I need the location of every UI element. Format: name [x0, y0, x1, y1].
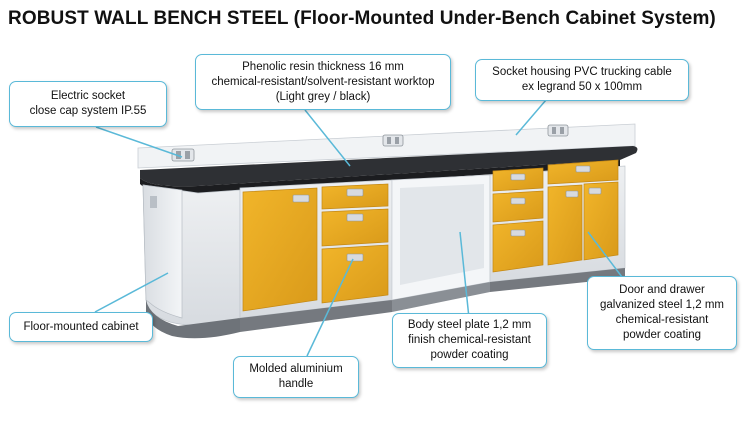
callout-handle: Molded aluminium handle	[233, 356, 359, 398]
body-steel-plate-knee-space	[391, 174, 491, 312]
callout-line: Body steel plate 1,2 mm	[407, 319, 532, 331]
callout-line: Electric socket	[50, 90, 126, 102]
callout-electric-socket: Electric socket close cap system IP.55	[9, 81, 167, 127]
callout-phenolic-worktop: Phenolic resin thickness 16 mm chemical-…	[195, 54, 451, 110]
callout-line: Socket housing PVC trucking cable	[492, 66, 672, 78]
callout-line: handle	[278, 378, 314, 390]
callout-floor-cabinet: Floor-mounted cabinet	[9, 312, 153, 342]
callout-line: Phenolic resin thickness 16 mm	[242, 60, 404, 73]
leader-lines	[94, 99, 623, 357]
phenolic-worktop	[140, 146, 638, 194]
callout-line: chemical-resistant/solvent-resistant wor…	[211, 75, 435, 88]
callout-line: powder coating	[623, 329, 701, 341]
callout-door-drawer: Door and drawer galvanized steel 1,2 mm …	[587, 276, 737, 350]
callout-line: (Light grey / black)	[275, 90, 371, 103]
callout-line: finish chemical-resistant	[408, 334, 531, 346]
left-cabinet-door	[242, 187, 318, 312]
callout-line: close cap system IP.55	[29, 105, 147, 117]
callout-line: Door and drawer	[619, 284, 705, 296]
callout-line: Floor-mounted cabinet	[23, 320, 139, 333]
callout-line: chemical-resistant	[615, 314, 709, 326]
socket-icon-3	[547, 124, 569, 137]
socket-icon-2	[382, 134, 404, 147]
right-drawers	[492, 159, 619, 273]
callout-socket-housing: Socket housing PVC trucking cable ex leg…	[475, 59, 689, 101]
callout-line: powder coating	[430, 349, 509, 361]
callout-line: Molded aluminium	[249, 363, 343, 375]
callout-line: galvanized steel 1,2 mm	[599, 299, 724, 311]
floor-mounted-cabinet-end	[142, 184, 241, 339]
callout-body-plate: Body steel plate 1,2 mm finish chemical-…	[392, 313, 547, 368]
page-title: ROBUST WALL BENCH STEEL (Floor-Mounted U…	[8, 8, 716, 29]
callout-line: ex legrand 50 x 100mm	[521, 81, 643, 93]
right-doors	[547, 181, 619, 266]
